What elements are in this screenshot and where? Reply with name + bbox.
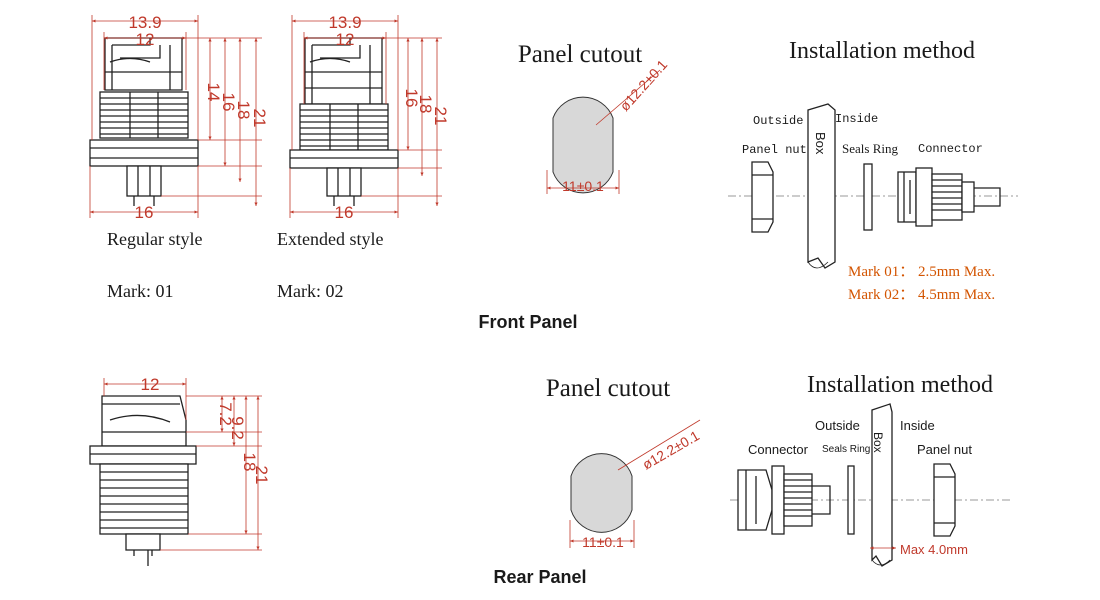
front-inside-label: Inside: [835, 112, 878, 126]
regular-style-mark: Mark: 01: [107, 281, 174, 301]
rear-panel-section-title: Rear Panel: [493, 567, 586, 587]
regular-dim-width-12: 12: [136, 30, 155, 49]
regular-dim-height-18: 18: [234, 101, 253, 120]
front-box-label: Box: [813, 132, 828, 155]
extended-style-mark: Mark: 02: [277, 281, 344, 301]
front-panel-section-title: Front Panel: [478, 312, 577, 332]
rear-box-label: Box: [871, 432, 885, 453]
extended-style-caption: Extended style: [277, 229, 383, 249]
front-panel-nut-drawing: [751, 161, 774, 233]
front-seals-ring-drawing: [863, 163, 873, 231]
front-thickness-note-mark-02: Mark 02： 4.5mm Max.: [848, 287, 995, 303]
rear-part-drawing: [89, 395, 197, 566]
front-box-wall-drawing: [807, 103, 836, 269]
front-panel-cutout-title: Panel cutout: [518, 41, 642, 68]
front-outside-label: Outside: [753, 114, 803, 128]
rear-seals-ring-drawing: [847, 465, 855, 535]
extended-dim-width-13-9: 13.9: [328, 13, 361, 32]
extended-dim-height-18: 18: [416, 95, 435, 114]
extended-dim-width-12: 12: [336, 30, 355, 49]
rear-box-wall-drawing: [871, 403, 893, 567]
front-installation-title: Installation method: [789, 38, 975, 64]
rear-seals-ring-label: Seals Ring: [822, 444, 870, 455]
front-seals-ring-label: Seals Ring: [842, 141, 898, 156]
rear-dim-height-9-2: 9.2: [228, 416, 247, 440]
rear-inside-label: Inside: [900, 418, 935, 433]
rear-dim-height-7-2: 7.2: [216, 402, 235, 426]
rear-dimensions: [103, 378, 262, 551]
extended-dim-height-16: 16: [402, 89, 421, 108]
rear-connector-drawing: [737, 465, 831, 535]
rear-panel-cutout-title: Panel cutout: [546, 375, 670, 402]
extended-dim-height-21: 21: [431, 107, 450, 126]
extended-style-drawing: [289, 37, 399, 206]
regular-style-caption: Regular style: [107, 229, 202, 249]
rear-cutout-hole: [570, 453, 633, 533]
rear-dim-height-18: 18: [240, 453, 259, 472]
front-thickness-note-mark-01: Mark 01： 2.5mm Max.: [848, 264, 995, 280]
front-connector-drawing: [897, 167, 1001, 227]
front-cutout-width: 11±0.1: [562, 178, 604, 194]
regular-style-drawing: [89, 37, 199, 206]
front-connector-label: Connector: [918, 142, 983, 156]
extended-dimensions: [289, 15, 442, 218]
rear-cutout-width: 11±0.1: [582, 534, 624, 550]
rear-dim-height-21: 21: [252, 466, 271, 485]
regular-dim-height-21: 21: [250, 109, 269, 128]
extended-dim-width-16: 16: [335, 203, 354, 222]
regular-dim-height-16: 16: [219, 93, 238, 112]
rear-panel-nut-drawing: [933, 463, 956, 537]
regular-dim-width-13-9: 13.9: [128, 13, 161, 32]
regular-dimensions: [89, 15, 262, 218]
rear-outside-label: Outside: [815, 418, 860, 433]
rear-dim-width-12: 12: [141, 375, 160, 394]
rear-installation-title: Installation method: [807, 372, 993, 398]
rear-thickness-note: Max 4.0mm: [900, 542, 968, 557]
regular-dim-height-14: 14: [204, 83, 223, 102]
rear-connector-label: Connector: [748, 442, 809, 457]
front-panel-nut-label: Panel nut: [742, 143, 807, 157]
rear-panel-nut-label: Panel nut: [917, 442, 972, 457]
regular-dim-width-16: 16: [135, 203, 154, 222]
rear-cutout-diameter: ø12.2±0.1: [640, 427, 703, 472]
